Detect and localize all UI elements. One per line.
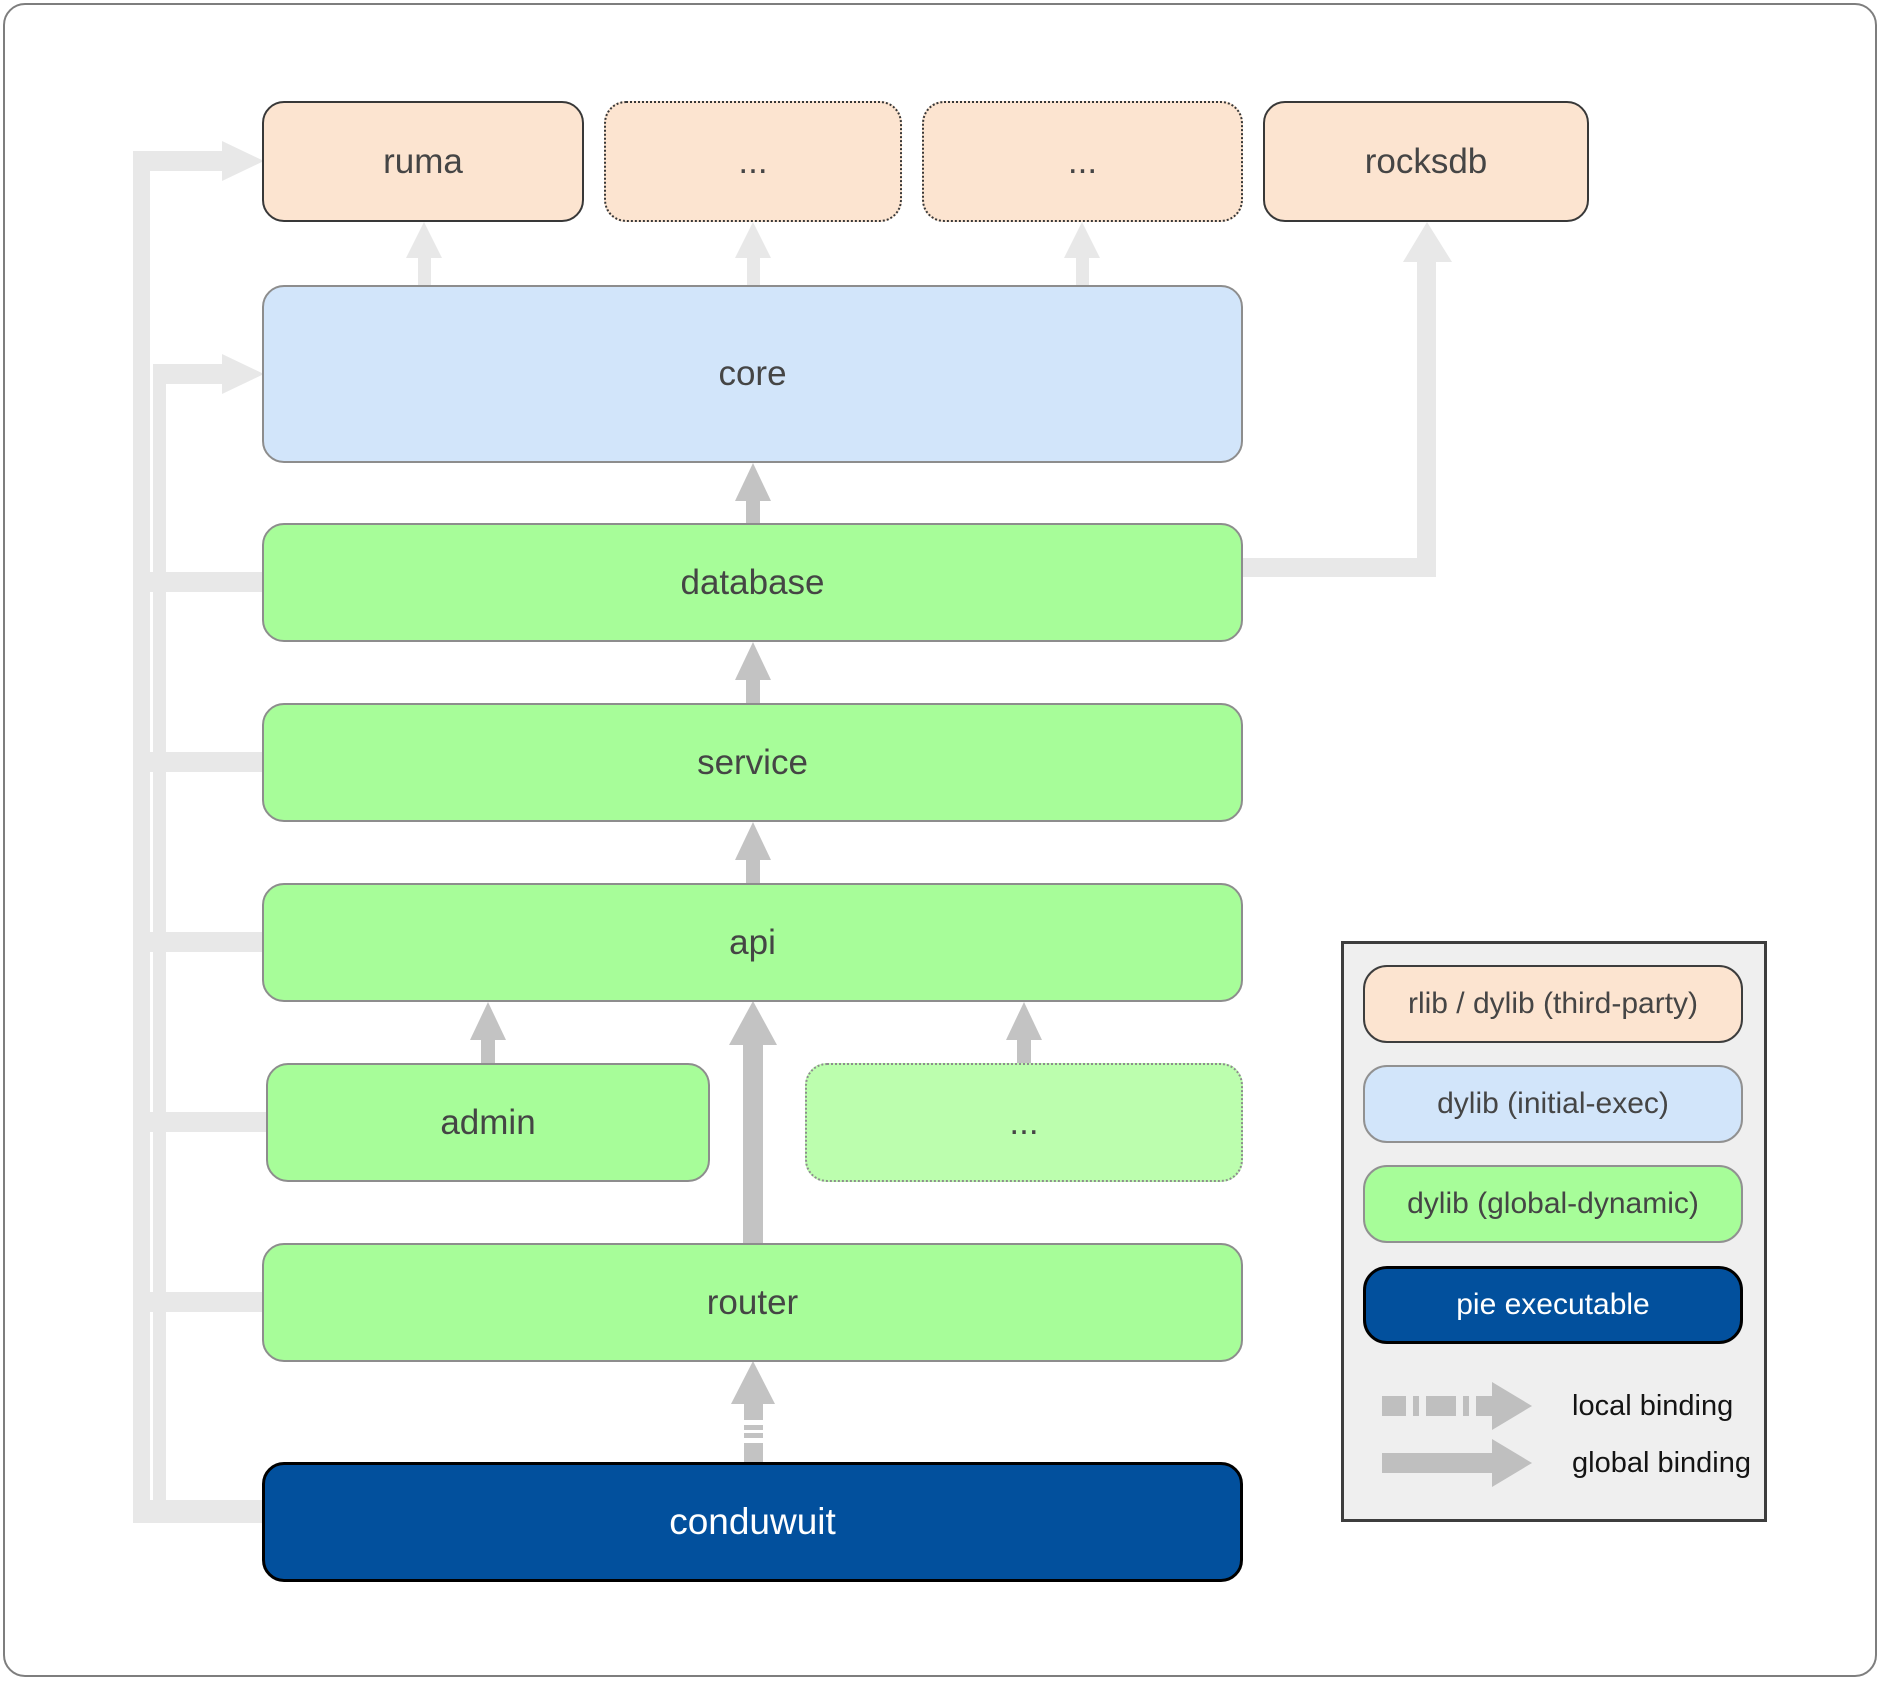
legend-item-pie-executable: pie executable	[1363, 1266, 1743, 1344]
legend-local-binding-row: local binding	[1382, 1380, 1733, 1432]
arrowhead-router-to-api-icon	[729, 1001, 777, 1045]
arrowhead-api-to-service-icon	[735, 822, 771, 860]
edge-more-to-api	[1017, 1034, 1031, 1064]
legend-item-third-party: rlib / dylib (third-party)	[1363, 965, 1743, 1043]
edge-service-to-database	[746, 674, 760, 704]
edge-local-dash-1	[744, 1433, 763, 1438]
node-router: router	[262, 1243, 1243, 1362]
legend-local-binding-label: local binding	[1572, 1389, 1734, 1422]
edge-branch-api	[133, 932, 264, 952]
edge-branch-database	[133, 572, 264, 592]
node-rocksdb: rocksdb	[1263, 101, 1589, 222]
edge-database-to-core	[746, 495, 760, 524]
node-admin: admin	[266, 1063, 710, 1182]
edge-api-to-service	[746, 854, 760, 884]
edge-local-stub	[744, 1443, 763, 1463]
arrowhead-core-to-ruma-icon	[406, 222, 442, 258]
edge-admin-to-api	[481, 1034, 495, 1064]
arrowhead-into-core-icon	[222, 354, 264, 394]
edge-conduwuit-to-router-local	[731, 1361, 775, 1463]
arrowhead-more-to-api-icon	[1006, 1002, 1042, 1040]
local-binding-arrow-icon	[1382, 1382, 1532, 1430]
arrowhead-conduwuit-to-router-icon	[731, 1361, 775, 1404]
arrowhead-into-ruma-icon	[222, 141, 264, 181]
node-database: database	[262, 523, 1243, 642]
edge-branch-ruma	[133, 151, 222, 171]
edge-branch-admin	[133, 1112, 268, 1132]
edge-branch-router	[133, 1292, 264, 1312]
node-ruma: ruma	[262, 101, 584, 222]
global-binding-arrow-icon	[1382, 1439, 1532, 1487]
edge-rail-outer	[133, 151, 150, 1523]
arrowhead-core-to-more-2-icon	[1064, 222, 1100, 258]
edge-database-rocksdb-horizontal	[1243, 558, 1427, 577]
arrowhead-database-to-core-icon	[735, 463, 771, 501]
arrowhead-service-to-database-icon	[735, 642, 771, 680]
node-third-party-more-1: ...	[604, 101, 902, 222]
edge-local-dash-2	[744, 1425, 763, 1430]
edge-core-to-ruma	[418, 254, 431, 286]
node-service: service	[262, 703, 1243, 822]
edge-branch-conduwuit	[133, 1500, 264, 1523]
edge-core-to-more-2	[1076, 254, 1089, 286]
node-core: core	[262, 285, 1243, 463]
edge-branch-service	[133, 752, 264, 772]
edge-router-to-api	[743, 1038, 763, 1244]
edge-database-to-rocksdb	[1243, 222, 1452, 577]
legend-global-binding-label: global binding	[1572, 1446, 1751, 1479]
edge-conduwuit-global-rails	[133, 141, 268, 1523]
node-conduwuit: conduwuit	[262, 1462, 1243, 1582]
legend-item-initial-exec: dylib (initial-exec)	[1363, 1065, 1743, 1143]
node-third-party-more-2: ...	[922, 101, 1243, 222]
edge-database-rocksdb-vertical	[1417, 258, 1436, 577]
edge-branch-core	[153, 364, 222, 384]
legend: rlib / dylib (third-party) dylib (initia…	[1341, 941, 1767, 1522]
edge-core-to-more-1	[747, 254, 760, 286]
edge-core-to-third-party	[406, 222, 1100, 286]
legend-item-global-dynamic: dylib (global-dynamic)	[1363, 1165, 1743, 1243]
node-api: api	[262, 883, 1243, 1002]
arrowhead-admin-to-api-icon	[470, 1002, 506, 1040]
arrowhead-into-rocksdb-icon	[1403, 222, 1452, 262]
node-api-more: ...	[805, 1063, 1243, 1182]
arrowhead-core-to-more-1-icon	[735, 222, 771, 258]
edge-stack-arrows	[470, 463, 1042, 1244]
legend-global-binding-row: global binding	[1382, 1437, 1751, 1489]
